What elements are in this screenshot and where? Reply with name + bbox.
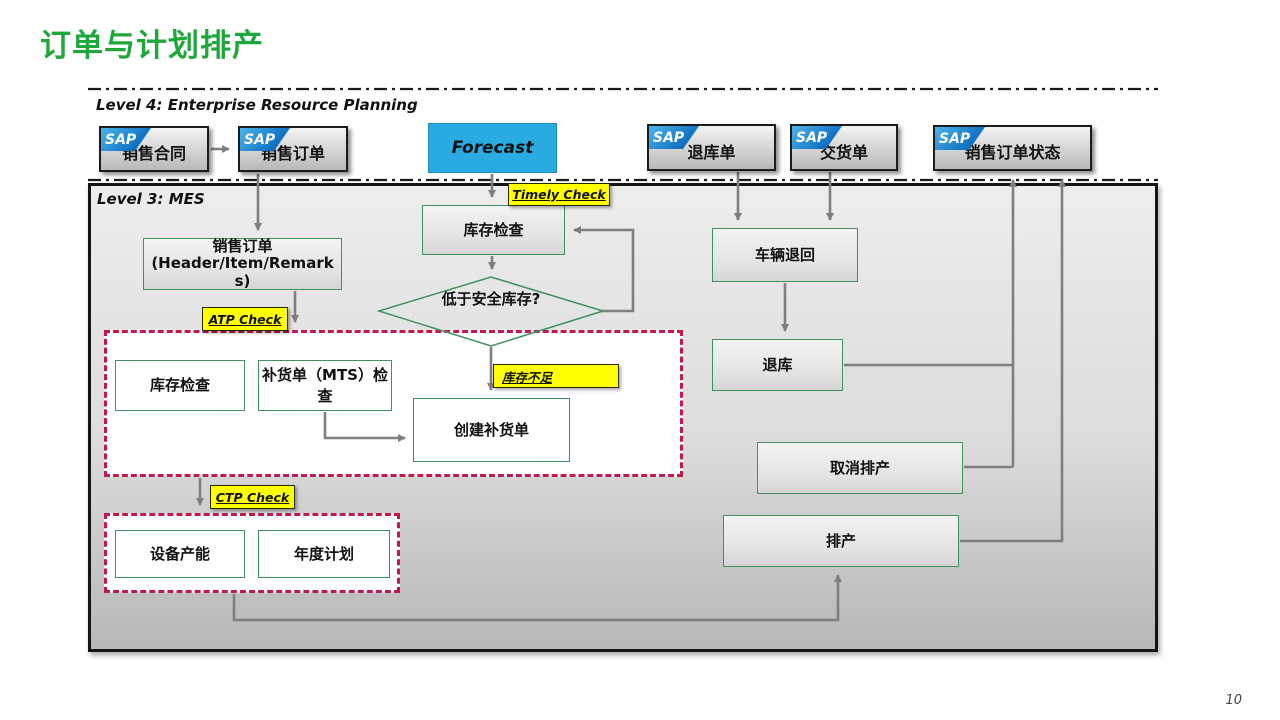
erp-box-label: 交货单 — [819, 142, 868, 162]
flow-box-scheduling: 排产 — [723, 515, 959, 567]
atp-check-label: ATP Check — [202, 307, 288, 331]
page-number: 10 — [1225, 693, 1242, 708]
flow-box-label-en: (Header/Item/Remarks) — [151, 254, 334, 290]
erp-box-label: 退库单 — [687, 142, 736, 162]
level3-label: Level 3: MES — [97, 190, 205, 208]
flow-box-replenish-order-check: 补货单（MTS）检查 — [258, 360, 392, 411]
ctp-check-label: CTP Check — [210, 485, 295, 509]
level4-label: Level 4: Enterprise Resource Planning — [96, 96, 418, 114]
erp-box-delivery-order: SAP 交货单 — [790, 124, 898, 171]
flow-box-inventory-check: 库存检查 — [422, 205, 565, 255]
flow-box-sales-order-header: 销售订单 (Header/Item/Remarks) — [143, 237, 342, 290]
erp-box-sales-order: SAP 销售订单 — [238, 126, 348, 172]
sap-logo-icon: SAP — [649, 126, 699, 149]
sap-logo-icon: SAP — [101, 128, 151, 151]
flow-box-label-cn: 销售订单 — [212, 237, 273, 256]
page-title: 订单与计划排产 — [40, 28, 264, 64]
flow-box-equipment-capacity: 设备产能 — [115, 530, 245, 578]
flow-box-stock-return: 退库 — [712, 339, 843, 391]
erp-box-sales-contract: SAP 销售合同 — [99, 126, 209, 172]
flow-box-inner-inventory-check: 库存检查 — [115, 360, 245, 411]
flow-box-annual-plan: 年度计划 — [258, 530, 390, 578]
flow-box-create-replenish-order: 创建补货单 — [413, 398, 570, 462]
decision-diamond-label: 低于安全库存? — [441, 290, 541, 308]
erp-box-label: 销售订单状态 — [964, 143, 1061, 162]
flow-box-vehicle-return: 车辆退回 — [712, 228, 858, 282]
sap-logo-icon: SAP — [240, 128, 290, 151]
timely-check-label: Timely Check — [508, 183, 610, 206]
stock-insufficient-label: 库存不足 — [493, 364, 619, 388]
flow-box-cancel-scheduling: 取消排产 — [757, 442, 963, 494]
forecast-box: Forecast — [428, 123, 557, 173]
erp-box-label: 销售订单 — [260, 144, 325, 163]
sap-logo-icon: SAP — [792, 126, 842, 149]
erp-box-label: 销售合同 — [121, 144, 186, 163]
erp-box-sales-order-status: SAP 销售订单状态 — [933, 125, 1092, 171]
erp-box-return-order: SAP 退库单 — [647, 124, 776, 171]
sap-logo-icon: SAP — [935, 127, 985, 150]
